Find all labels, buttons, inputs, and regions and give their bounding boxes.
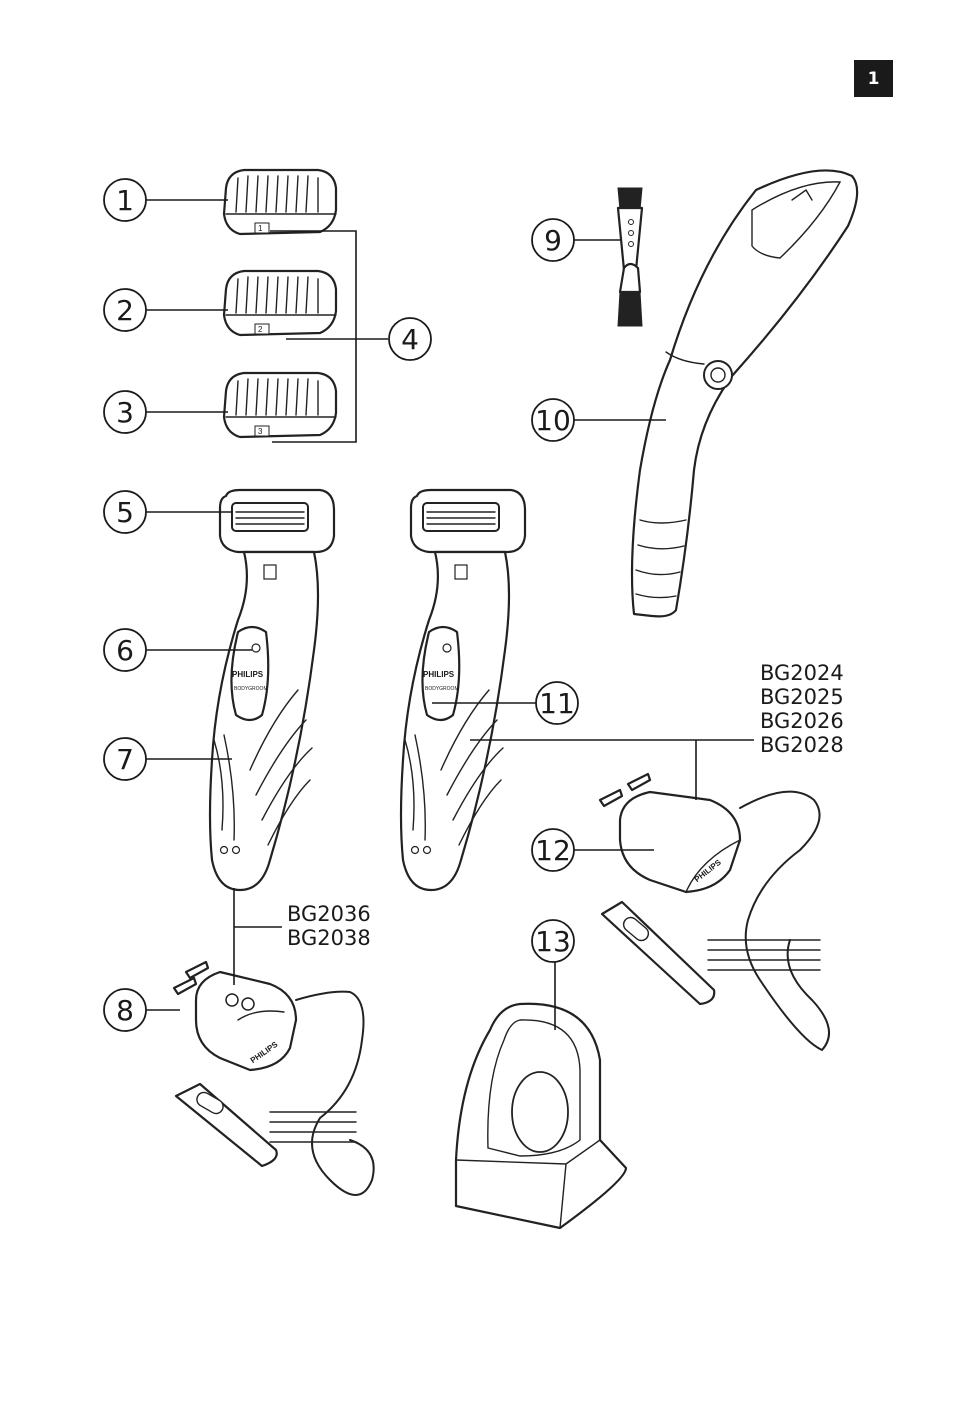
svg-text:11: 11 [539, 687, 575, 720]
power-adapter-small: PHILIPS [172, 960, 375, 1196]
svg-text:BG2028: BG2028 [760, 733, 844, 757]
svg-text:BG2038: BG2038 [287, 926, 371, 950]
svg-text:10: 10 [535, 404, 571, 437]
models-large-adapter: BG2024 BG2025 BG2026 BG2028 [760, 661, 844, 757]
svg-text:BG2026: BG2026 [760, 709, 844, 733]
callout-11: 11 [535, 681, 579, 725]
callout-6: 6 [103, 628, 147, 672]
svg-text:5: 5 [116, 496, 134, 529]
comb-3: 3 [222, 371, 338, 439]
cleaning-brush [616, 187, 644, 327]
callout-3: 3 [103, 390, 147, 434]
charging-stand [454, 1002, 628, 1230]
models-small-adapter: BG2036 BG2038 [287, 902, 371, 950]
svg-text:2: 2 [116, 294, 134, 327]
svg-text:12: 12 [535, 834, 571, 867]
svg-text:6: 6 [116, 634, 134, 667]
page-number-badge: 1 [854, 60, 893, 97]
svg-text:7: 7 [116, 743, 134, 776]
comb-1-size-label: 1 [258, 224, 263, 233]
svg-text:8: 8 [116, 994, 134, 1027]
sub-brand-text: BODYGROOM [234, 686, 268, 692]
svg-text:4: 4 [401, 323, 419, 356]
comb-2: 2 [222, 269, 338, 337]
callout-4: 4 [388, 317, 432, 361]
svg-text:BG2025: BG2025 [760, 685, 844, 709]
comb-2-size-label: 2 [258, 325, 263, 334]
comb-size-bracket [270, 230, 357, 443]
callout-9: 9 [531, 218, 575, 262]
bodygroom-shaver-right: PHILIPS BODYGROOM [399, 488, 527, 892]
sub-brand-text: BODYGROOM [425, 686, 459, 692]
brand-logo-text: PHILIPS [232, 670, 264, 679]
callout-8: 8 [103, 988, 147, 1032]
comb-1: 1 [222, 168, 338, 236]
bodygroom-shaver-left: PHILIPS BODYGROOM [208, 488, 336, 892]
back-extension-handle [630, 169, 859, 618]
brand-logo-text: PHILIPS [423, 670, 455, 679]
power-adapter-large: PHILIPS [598, 772, 831, 1052]
svg-text:13: 13 [535, 925, 571, 958]
callout-7: 7 [103, 737, 147, 781]
comb-3-size-label: 3 [258, 427, 263, 436]
svg-text:BG2024: BG2024 [760, 661, 844, 685]
leader-lines [146, 199, 754, 1030]
svg-text:9: 9 [544, 224, 562, 257]
svg-text:BG2036: BG2036 [287, 902, 371, 926]
callout-1: 1 [103, 178, 147, 222]
callout-2: 2 [103, 288, 147, 332]
callout-12: 12 [531, 828, 575, 872]
callout-13: 13 [531, 919, 575, 963]
svg-text:1: 1 [116, 184, 134, 217]
svg-text:3: 3 [116, 396, 134, 429]
callout-5: 5 [103, 490, 147, 534]
callout-10: 10 [531, 398, 575, 442]
